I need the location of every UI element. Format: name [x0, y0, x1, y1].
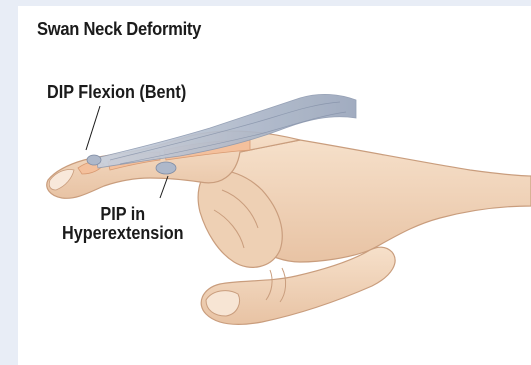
pip-joint	[156, 162, 176, 174]
pip-label-line1: PIP in	[62, 205, 184, 224]
figure-title: Swan Neck Deformity	[37, 19, 201, 40]
dip-leader-line	[86, 106, 100, 150]
pip-label-line2: Hyperextension	[62, 224, 184, 243]
pip-leader-line	[160, 176, 168, 198]
dip-label: DIP Flexion (Bent)	[47, 82, 186, 103]
pip-label: PIP in Hyperextension	[62, 205, 184, 243]
dip-joint	[87, 155, 101, 165]
